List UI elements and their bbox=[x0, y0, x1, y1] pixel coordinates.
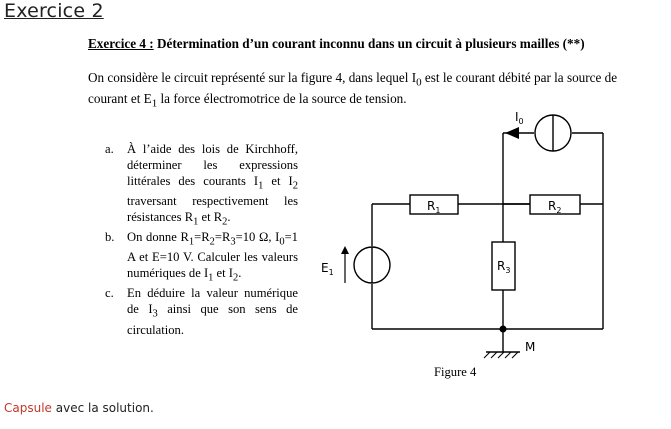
figure-caption: Figure 4 bbox=[434, 365, 477, 379]
exercise-number: Exercice 4 : bbox=[88, 36, 154, 51]
question-list: a. À l’aide des lois de Kirchhoff, déter… bbox=[105, 142, 298, 338]
question-a: a. À l’aide des lois de Kirchhoff, déter… bbox=[105, 142, 298, 230]
voltage-source-e1-label: E1 bbox=[321, 261, 334, 277]
question-b: b. On donne R1=R2=R3=10 Ω, I0=1 A et E=1… bbox=[105, 230, 298, 286]
circuit-diagram: R1 R2 R3 E1 I0 M bbox=[321, 110, 604, 359]
resistor-r3-label: R3 bbox=[497, 259, 510, 275]
footer-text: avec la solution. bbox=[51, 401, 154, 415]
question-text: On donne R1=R2=R3=10 Ω, I0=1 A et E=10 V… bbox=[127, 230, 298, 284]
question-marker: a. bbox=[105, 142, 114, 156]
resistor-r2 bbox=[529, 194, 581, 215]
ground-hatch bbox=[490, 351, 498, 359]
ground-hatch bbox=[511, 351, 519, 359]
question-marker: c. bbox=[105, 286, 114, 301]
current-source-i0-label: I0 bbox=[515, 110, 524, 126]
emf-arrow-head-icon bbox=[341, 246, 349, 254]
exercise-intro: On considère le circuit représenté sur l… bbox=[88, 70, 618, 110]
node-m-dot bbox=[499, 325, 507, 333]
question-text: En déduire la valeur numérique de I3 ain… bbox=[127, 286, 299, 337]
ground-hatch bbox=[504, 351, 512, 359]
resistor-r1-label: R1 bbox=[427, 199, 440, 215]
footer-note: Capsule avec la solution. bbox=[4, 401, 154, 415]
question-text: À l’aide des lois de Kirchhoff, détermin… bbox=[127, 142, 298, 228]
capsule-link[interactable]: Capsule bbox=[4, 401, 52, 415]
ground-hatch bbox=[483, 351, 491, 359]
exercise-heading: Exercice 4 : Détermination d’un courant … bbox=[88, 36, 585, 52]
resistor-r3 bbox=[491, 241, 516, 291]
page-title: Exercice 2 bbox=[4, 0, 104, 22]
resistor-r2-label: R2 bbox=[548, 199, 561, 215]
node-m-label: M bbox=[525, 340, 535, 354]
resistor-r1 bbox=[409, 194, 459, 215]
ground-hatch bbox=[497, 351, 505, 359]
question-c: c. En déduire la valeur numérique de I3 … bbox=[105, 286, 298, 338]
current-arrow-icon bbox=[505, 127, 519, 139]
exercise-title: Détermination d’un courant inconnu dans … bbox=[156, 36, 585, 51]
question-marker: b. bbox=[105, 230, 115, 245]
